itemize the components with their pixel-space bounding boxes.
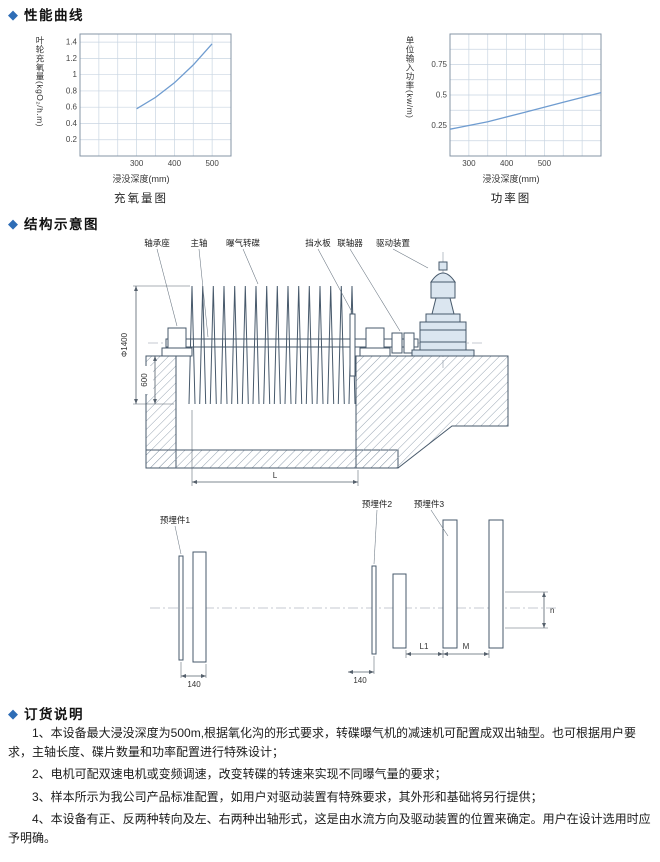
tank-right-platform <box>355 355 509 469</box>
label-bearing-seat: 轴承座 <box>144 238 170 248</box>
ordering-item-1: 1、本设备最大浸没深度为500m,根据氧化沟的形式要求，转碟曝气机的减速机可配置… <box>8 726 637 760</box>
section-performance-header: ◆ 性能曲线 <box>8 4 84 24</box>
power-chart: 单位输入功率(kw/m) 0.25 0.5 0.75 300 400 500 浸没深度(m… <box>404 28 606 206</box>
embed-plate-1b <box>192 551 207 663</box>
embed-plate-3a <box>442 519 458 649</box>
diamond-bullet-icon: ◆ <box>8 6 18 22</box>
leader-line <box>156 248 178 327</box>
dimension-l1: L1 <box>405 642 444 658</box>
label-drive-unit: 驱动装置 <box>376 238 411 248</box>
oxygen-capacity-chart: 叶轮充氧量(kgO₂/h.m) 0.2 0.4 0.6 0.8 1 1.2 1.4 300 40… <box>34 28 236 206</box>
embed-plate-2b <box>392 573 407 649</box>
svg-text:300: 300 <box>462 159 476 168</box>
svg-text:0.25: 0.25 <box>431 121 447 130</box>
power-chart-ylabel: 单位输入功率(kw/m) <box>405 36 415 119</box>
svg-text:0.8: 0.8 <box>66 86 78 95</box>
oxygen-chart-title: 充氧量图 <box>114 193 168 205</box>
svg-text:0.2: 0.2 <box>66 135 78 144</box>
dimension-n: n <box>505 591 554 629</box>
dimension-depth: 600 <box>140 356 157 404</box>
label-aeration-disc: 曝气转碟 <box>226 238 261 248</box>
ordering-item-4: 4、本设备有正、反两种转向及左、右两种出轴形式，这是由水流方向及驱动装置的位置来… <box>8 811 651 845</box>
svg-text:1.2: 1.2 <box>66 54 78 63</box>
leader-line <box>242 248 259 285</box>
label-water-baffle: 挡水板 <box>305 238 331 248</box>
section-ordering-title: 订货说明 <box>24 707 84 722</box>
embed-plate-1a <box>178 555 184 661</box>
leader-line <box>317 248 353 313</box>
dim-m-text: M <box>463 642 470 651</box>
svg-text:1: 1 <box>73 70 78 79</box>
svg-text:0.4: 0.4 <box>66 119 78 128</box>
dimension-length: L <box>191 410 359 486</box>
ordering-notes: 1、本设备最大浸没深度为500m,根据氧化沟的形式要求，转碟曝气机的减速机可配置… <box>8 724 652 851</box>
svg-text:400: 400 <box>500 159 514 168</box>
power-chart-plot: 0.25 0.5 0.75 300 400 500 <box>431 33 602 168</box>
label-coupling: 联轴器 <box>337 238 363 248</box>
dim-length-text: L <box>273 471 278 480</box>
svg-text:400: 400 <box>168 159 182 168</box>
svg-text:0.75: 0.75 <box>431 60 447 69</box>
coupling <box>391 332 415 354</box>
structure-diagram: 轴承座 主轴 曝气转碟 挡水板 联轴器 驱动装置 Φ1400 <box>120 238 558 689</box>
oxygen-chart-ylabel: 叶轮充氧量(kgO₂/h.m) <box>35 36 45 128</box>
svg-text:500: 500 <box>538 159 552 168</box>
dim-140a-text: 140 <box>187 680 201 689</box>
label-main-shaft: 主轴 <box>190 238 207 248</box>
label-embed-2: 预埋件2 <box>362 499 393 509</box>
ordering-item-2: 2、电机可配双速电机或变频调速，改变转碟的转速来实现不同曝气量的要求； <box>32 767 447 782</box>
section-performance-title: 性能曲线 <box>24 8 84 23</box>
leader-line <box>430 509 449 537</box>
leader-line <box>349 248 401 332</box>
dimension-diameter: Φ1400 <box>120 285 190 405</box>
oxygen-chart-xlabel: 浸没深度(mm) <box>112 174 170 184</box>
dim-l1-text: L1 <box>420 642 429 651</box>
section-ordering-header: ◆ 订货说明 <box>8 703 84 723</box>
leader-line <box>198 248 209 338</box>
section-structure-header: ◆ 结构示意图 <box>8 213 99 233</box>
water-baffle-plate <box>349 313 356 377</box>
drive-unit <box>411 261 475 357</box>
embedded-parts-drawing: 预埋件1 预埋件2 预埋件3 140 140 L1 <box>150 499 558 689</box>
leader-line <box>373 509 378 565</box>
dimension-m: M <box>443 642 490 658</box>
dim-n-text: n <box>550 606 554 615</box>
oxygen-chart-plot: 0.2 0.4 0.6 0.8 1 1.2 1.4 300 400 500 <box>66 33 232 168</box>
left-bearing <box>161 327 193 357</box>
embed-plate-3b <box>488 519 504 649</box>
ordering-item-3: 3、样本所示为我公司产品标准配置，如用户对驱动装置有特殊要求，其外形和基础将另行… <box>32 789 543 804</box>
embed-plate-2a <box>371 565 377 655</box>
diamond-bullet-icon: ◆ <box>8 215 18 231</box>
dimension-140-left: 140 <box>180 662 207 689</box>
section-structure-title: 结构示意图 <box>24 217 99 232</box>
dim-depth-text: 600 <box>140 373 149 387</box>
label-embed-1: 预埋件1 <box>160 515 191 525</box>
leader-line <box>174 525 182 555</box>
svg-text:0.5: 0.5 <box>436 91 448 100</box>
label-embed-3: 预埋件3 <box>414 499 445 509</box>
svg-text:1.4: 1.4 <box>66 38 78 47</box>
dim-diameter-text: Φ1400 <box>120 332 129 357</box>
dimension-140-right: 140 <box>348 656 375 685</box>
power-chart-title: 功率图 <box>490 193 532 205</box>
dim-140b-text: 140 <box>353 676 367 685</box>
main-shaft <box>165 338 419 348</box>
power-chart-xlabel: 浸没深度(mm) <box>482 174 540 184</box>
aerator-machine-drawing: 轴承座 主轴 曝气转碟 挡水板 联轴器 驱动装置 Φ1400 <box>120 238 509 486</box>
svg-text:0.6: 0.6 <box>66 103 78 112</box>
leader-line <box>392 248 429 269</box>
diamond-bullet-icon: ◆ <box>8 705 18 721</box>
svg-text:500: 500 <box>205 159 219 168</box>
right-bearing <box>359 327 391 357</box>
svg-text:300: 300 <box>130 159 144 168</box>
